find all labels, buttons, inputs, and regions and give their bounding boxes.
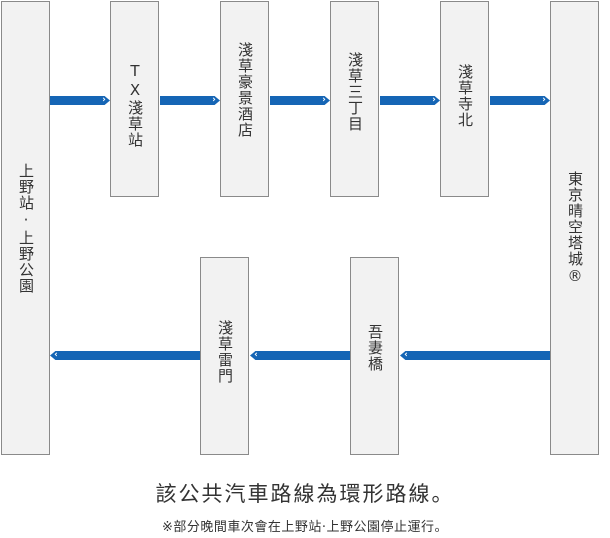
stop-asakusa-temple-north: 淺草寺北 xyxy=(440,1,489,197)
arrow-head-left: ‹ xyxy=(400,351,412,360)
stop-asakusa-3chome: 淺草三丁目 xyxy=(330,1,379,197)
stop-asakusa-gorgeous: 淺草豪景酒店 xyxy=(220,1,269,197)
loop-route-caption: 該公共汽車路線為環形路線。 xyxy=(155,482,455,506)
stop-tx-asakusa: TX淺草站 xyxy=(110,1,159,197)
stop-ueno-label: 上野站·上野公園 xyxy=(17,162,35,294)
route-arrow-kaminarimon-to-ueno xyxy=(62,351,200,360)
stop-azumabashi-label: 吾妻橋 xyxy=(366,324,384,372)
arrow-head-left: ‹ xyxy=(250,351,262,360)
route-arrow-temple-to-skytree xyxy=(490,96,538,105)
stop-azumabashi: 吾妻橋 xyxy=(350,257,399,455)
arrow-head-right: › xyxy=(538,96,550,105)
stop-kaminarimon: 淺草雷門 xyxy=(200,257,249,455)
stop-tx-asakusa-label: TX淺草站 xyxy=(126,62,144,148)
stop-skytree: 東京晴空塔城® xyxy=(550,1,599,455)
arrow-head-right: › xyxy=(318,96,330,105)
arrow-head-right: › xyxy=(208,96,220,105)
stop-kaminarimon-label: 淺草雷門 xyxy=(216,320,234,384)
stop-skytree-label: 東京晴空塔城® xyxy=(566,170,584,286)
arrow-head-right: › xyxy=(428,96,440,105)
stop-asakusa-temple-north-label: 淺草寺北 xyxy=(456,64,474,128)
route-arrow-azumabashi-to-kaminarimon xyxy=(262,351,350,360)
route-arrow-gorgeous-to-3chome xyxy=(270,96,318,105)
stop-asakusa-gorgeous-label: 淺草豪景酒店 xyxy=(236,42,254,138)
route-arrow-skytree-to-azumabashi xyxy=(412,351,550,360)
arrow-head-right: › xyxy=(98,96,110,105)
route-arrow-tx-to-gorgeous xyxy=(160,96,208,105)
route-arrow-3chome-to-temple xyxy=(380,96,428,105)
evening-service-note: ※部分晚間車次會在上野站·上野公園停止運行。 xyxy=(161,520,449,535)
route-arrow-ueno-to-tx xyxy=(50,96,98,105)
stop-asakusa-3chome-label: 淺草三丁目 xyxy=(346,52,364,132)
arrow-head-left: ‹ xyxy=(50,351,62,360)
stop-ueno: 上野站·上野公園 xyxy=(1,1,50,455)
